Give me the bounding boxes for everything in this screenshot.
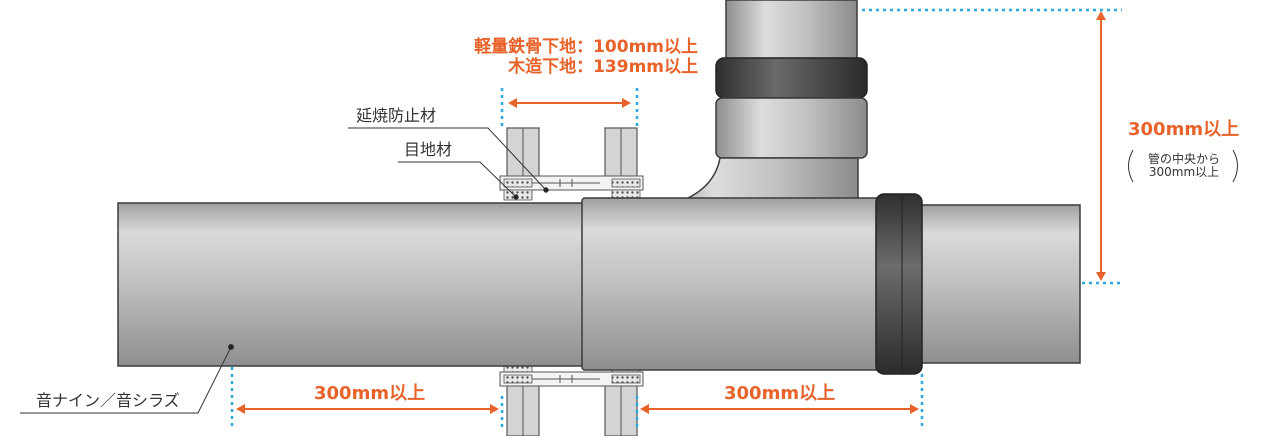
fire-stop-sleeve-bottom bbox=[499, 363, 644, 387]
left-distance-label: 300mm以上 bbox=[314, 383, 426, 404]
pipe-name-label: 音ナイン／音シラズ bbox=[36, 391, 180, 410]
dimension-arrows bbox=[236, 11, 1106, 414]
vertical-distance-note: 管の中央から 300mm以上 bbox=[1138, 153, 1230, 179]
reference-guides bbox=[230, 8, 1122, 430]
tee-fitting-body bbox=[581, 197, 881, 371]
fire-stop-label: 延焼防止材 bbox=[356, 106, 437, 125]
vertical-distance-label: 300mm以上 bbox=[1128, 119, 1240, 140]
steel-frame-label: 軽量鉄骨下地：100mm以上 bbox=[474, 37, 698, 57]
right-distance-label: 300mm以上 bbox=[724, 383, 836, 404]
vertical-note-line1: 管の中央から bbox=[1147, 152, 1220, 166]
pipe-joint-band bbox=[875, 193, 923, 375]
main-pipe-left bbox=[117, 202, 589, 367]
vertical-pipe bbox=[715, 0, 868, 159]
joint-material-label: 目地材 bbox=[404, 140, 453, 159]
leader-lines bbox=[20, 127, 549, 414]
main-pipe-right bbox=[919, 204, 1081, 364]
note-bracket bbox=[1128, 149, 1238, 183]
wood-frame-label: 木造下地：139mm以上 bbox=[508, 57, 698, 77]
vertical-note-line2: 300mm以上 bbox=[1148, 165, 1220, 179]
fire-stop-sleeve-top bbox=[499, 175, 644, 201]
